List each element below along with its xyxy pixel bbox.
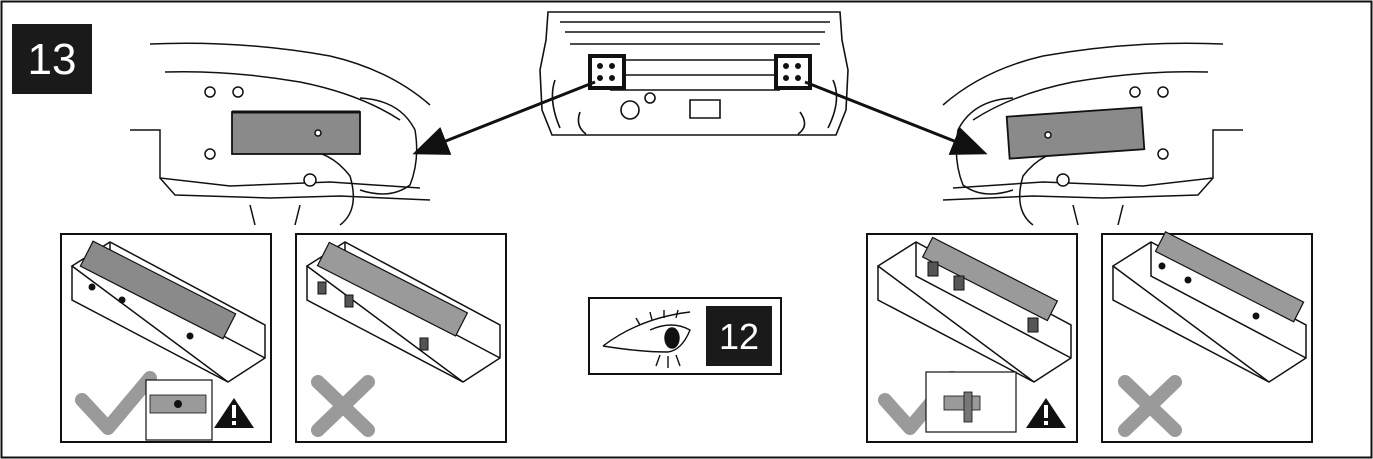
left-insertion-detail (130, 42, 431, 226)
left-detail-arrow (412, 80, 596, 155)
step-number-badge: 13 (12, 24, 92, 94)
vehicle-rear-illustration (539, 11, 849, 136)
right-insertion-detail (942, 42, 1243, 226)
step-number: 13 (28, 35, 77, 84)
reference-step-box: 12 (588, 297, 782, 375)
right-mount-highlight (774, 54, 812, 90)
panel-right-correct (866, 233, 1078, 443)
left-mount-highlight (588, 54, 626, 90)
panel-right-incorrect (1101, 230, 1313, 443)
left-bracket (231, 111, 361, 155)
eye-icon (602, 309, 691, 368)
reference-step-number: 12 (719, 316, 759, 357)
right-detail-arrow (804, 80, 988, 155)
warning-icon (1026, 398, 1066, 428)
right-bracket (1005, 106, 1146, 160)
cross-icon (311, 375, 375, 437)
panel-left-correct (60, 233, 272, 443)
cross-icon (1118, 375, 1182, 437)
panel-left-incorrect (295, 233, 507, 443)
checkmark-icon (75, 371, 157, 435)
warning-icon (214, 398, 254, 428)
